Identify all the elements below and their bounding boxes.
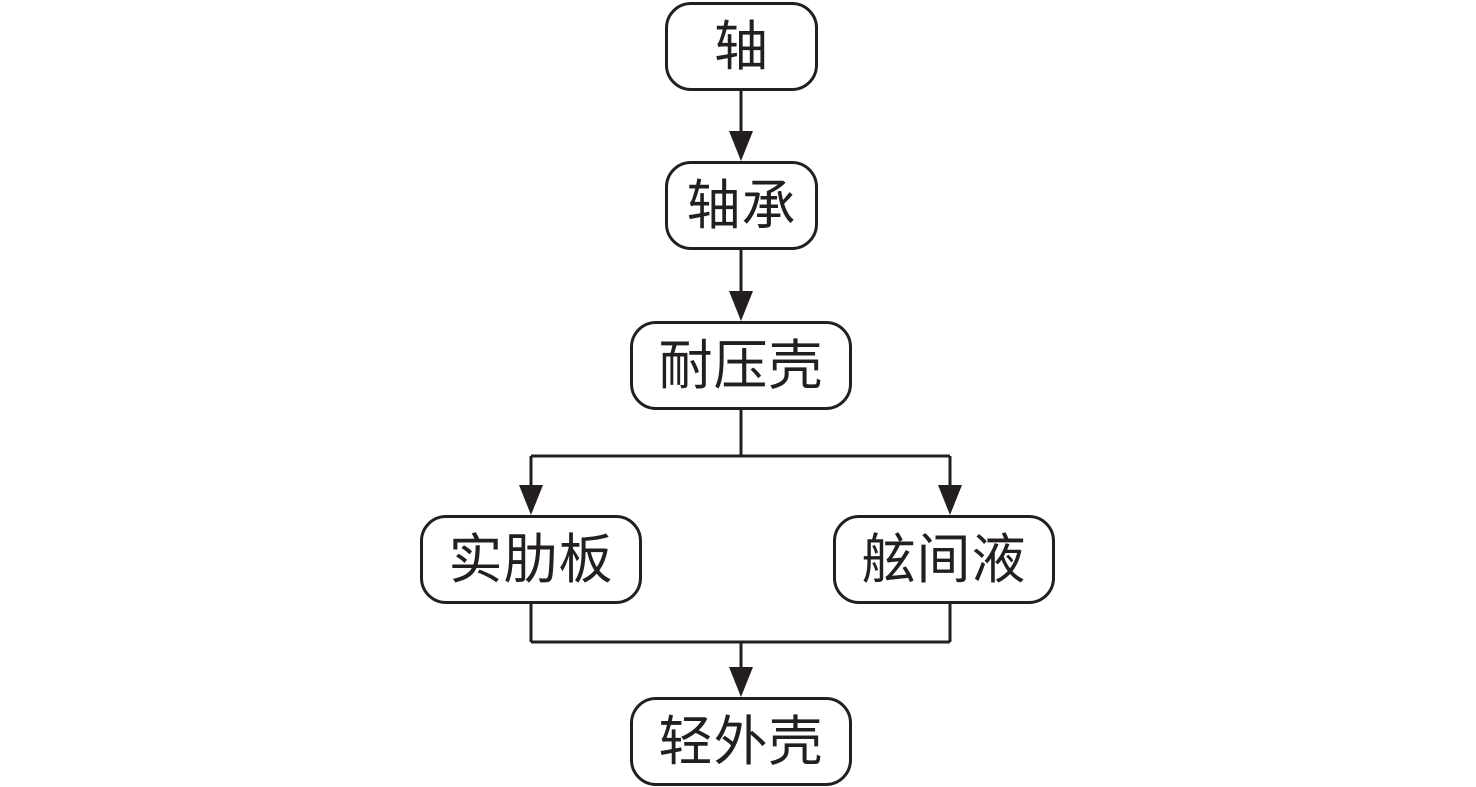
node-solid-rib-plate: 实肋板: [420, 515, 642, 604]
node-pressure-hull: 耐压壳: [630, 321, 852, 410]
arrowhead-bearing-pressure-hull: [729, 291, 753, 321]
node-intershell-fluid-label: 舷间液: [861, 527, 1027, 591]
arrowhead-to-intershell-fluid: [938, 485, 962, 515]
node-pressure-hull-label: 耐压壳: [658, 333, 824, 397]
node-light-outer-hull: 轻外壳: [630, 697, 852, 786]
node-bearing: 轴承: [665, 161, 818, 250]
node-intershell-fluid: 舷间液: [833, 515, 1055, 604]
arrowhead-shaft-bearing: [729, 131, 753, 161]
arrowhead-to-rib-plate: [519, 485, 543, 515]
node-light-outer-hull-label: 轻外壳: [658, 709, 824, 773]
arrowhead-to-light-outer-hull: [729, 667, 753, 697]
node-bearing-label: 轴承: [686, 173, 797, 237]
node-shaft-label: 轴: [714, 14, 769, 78]
node-shaft: 轴: [665, 2, 818, 91]
node-solid-rib-plate-label: 实肋板: [448, 527, 614, 591]
